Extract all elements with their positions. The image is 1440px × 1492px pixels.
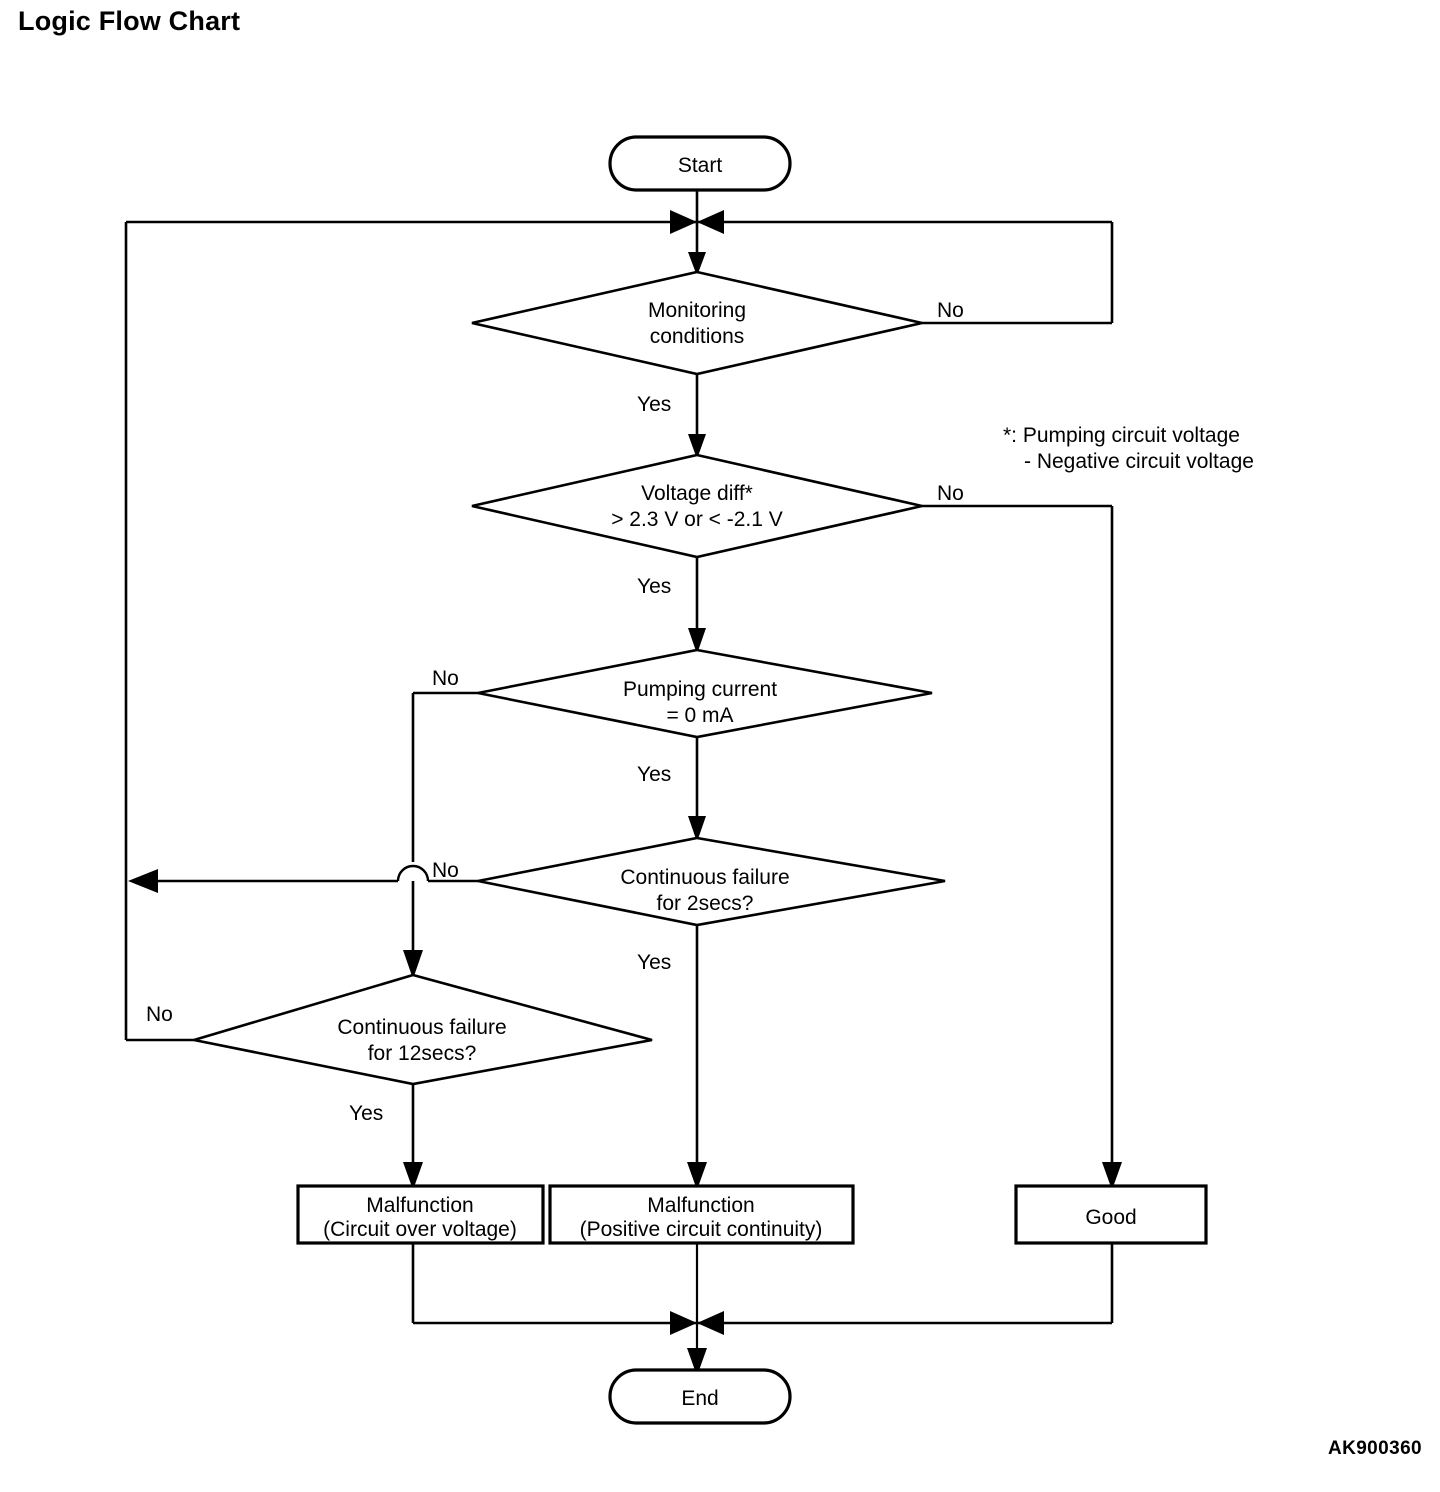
good-box bbox=[1014, 1184, 1208, 1245]
branch-label-voltage-no: No bbox=[937, 482, 964, 505]
branch-label-failure12-no: No bbox=[146, 1003, 173, 1026]
arrow-into-monitoring bbox=[688, 252, 706, 276]
page-title: Logic Flow Chart bbox=[18, 6, 241, 36]
monitoring-conditions-decision bbox=[471, 270, 923, 376]
voltage-diff-label-line2: > 2.3 V or < -2.1 V bbox=[611, 508, 783, 531]
merge-arrow-left-bottom bbox=[670, 1311, 697, 1335]
branch-label-failure12-yes: Yes bbox=[349, 1102, 383, 1125]
end-node-label: End bbox=[681, 1387, 718, 1410]
merge-arrow-left-top bbox=[670, 210, 697, 234]
arrow-into-end bbox=[687, 1348, 707, 1376]
arrow-into-failure-12secs bbox=[403, 950, 423, 979]
arrow-failure2-no-to-left-rail bbox=[128, 869, 158, 893]
arrow-into-malfunction-positive bbox=[687, 1162, 707, 1190]
failure-12secs-label-line1: Continuous failure bbox=[337, 1016, 506, 1039]
malfunction-over-voltage-label-line2: (Circuit over voltage) bbox=[323, 1218, 517, 1241]
failure-12secs-label-line2: for 12secs? bbox=[368, 1042, 477, 1065]
failure-12secs-decision bbox=[193, 973, 653, 1086]
good-box-label: Good bbox=[1085, 1206, 1136, 1229]
voltage-diff-label-line1: Voltage diff* bbox=[641, 482, 753, 505]
branch-label-failure2-no: No bbox=[432, 859, 459, 882]
start-node bbox=[608, 135, 792, 192]
branch-label-voltage-yes: Yes bbox=[637, 575, 671, 598]
monitoring-conditions-label-line1: Monitoring bbox=[648, 299, 746, 322]
start-node-label: Start bbox=[678, 154, 723, 177]
malfunction-positive-continuity-label-line2: (Positive circuit continuity) bbox=[580, 1218, 823, 1241]
malfunction-positive-continuity-label-line1: Malfunction bbox=[647, 1194, 754, 1217]
pumping-current-decision bbox=[477, 648, 933, 739]
malfunction-over-voltage-label-line1: Malfunction bbox=[366, 1194, 473, 1217]
branch-label-pumping-no: No bbox=[432, 667, 459, 690]
branch-label-monitoring-no: No bbox=[937, 299, 964, 322]
arrow-into-voltage-diff bbox=[688, 434, 706, 459]
malfunction-positive-continuity-box bbox=[548, 1184, 855, 1245]
footnote-line-1: *: Pumping circuit voltage bbox=[1003, 424, 1240, 447]
branch-label-monitoring-yes: Yes bbox=[637, 393, 671, 416]
branch-label-pumping-yes: Yes bbox=[637, 763, 671, 786]
voltage-diff-decision bbox=[471, 453, 923, 559]
arrow-into-failure-2secs bbox=[688, 816, 706, 842]
arrow-into-malfunction-over-voltage bbox=[403, 1162, 423, 1190]
failure-2secs-label-line2: for 2secs? bbox=[657, 892, 754, 915]
arrow-into-pumping-current bbox=[688, 628, 706, 654]
monitoring-conditions-label-line2: conditions bbox=[650, 325, 745, 348]
arrow-into-good bbox=[1102, 1162, 1122, 1190]
line-hop-arc bbox=[396, 864, 430, 882]
branch-label-failure2-yes: Yes bbox=[637, 951, 671, 974]
end-node bbox=[608, 1368, 792, 1425]
pumping-current-label-line1: Pumping current bbox=[623, 678, 777, 701]
failure-2secs-label-line1: Continuous failure bbox=[620, 866, 789, 889]
merge-arrow-right-top bbox=[697, 210, 724, 234]
footnote-line-2: - Negative circuit voltage bbox=[1024, 450, 1254, 473]
figure-code: AK900360 bbox=[1327, 1438, 1422, 1459]
malfunction-over-voltage-box bbox=[296, 1184, 545, 1245]
failure-2secs-decision bbox=[477, 836, 946, 927]
pumping-current-label-line2: = 0 mA bbox=[666, 704, 733, 727]
merge-arrow-right-bottom bbox=[697, 1311, 724, 1335]
